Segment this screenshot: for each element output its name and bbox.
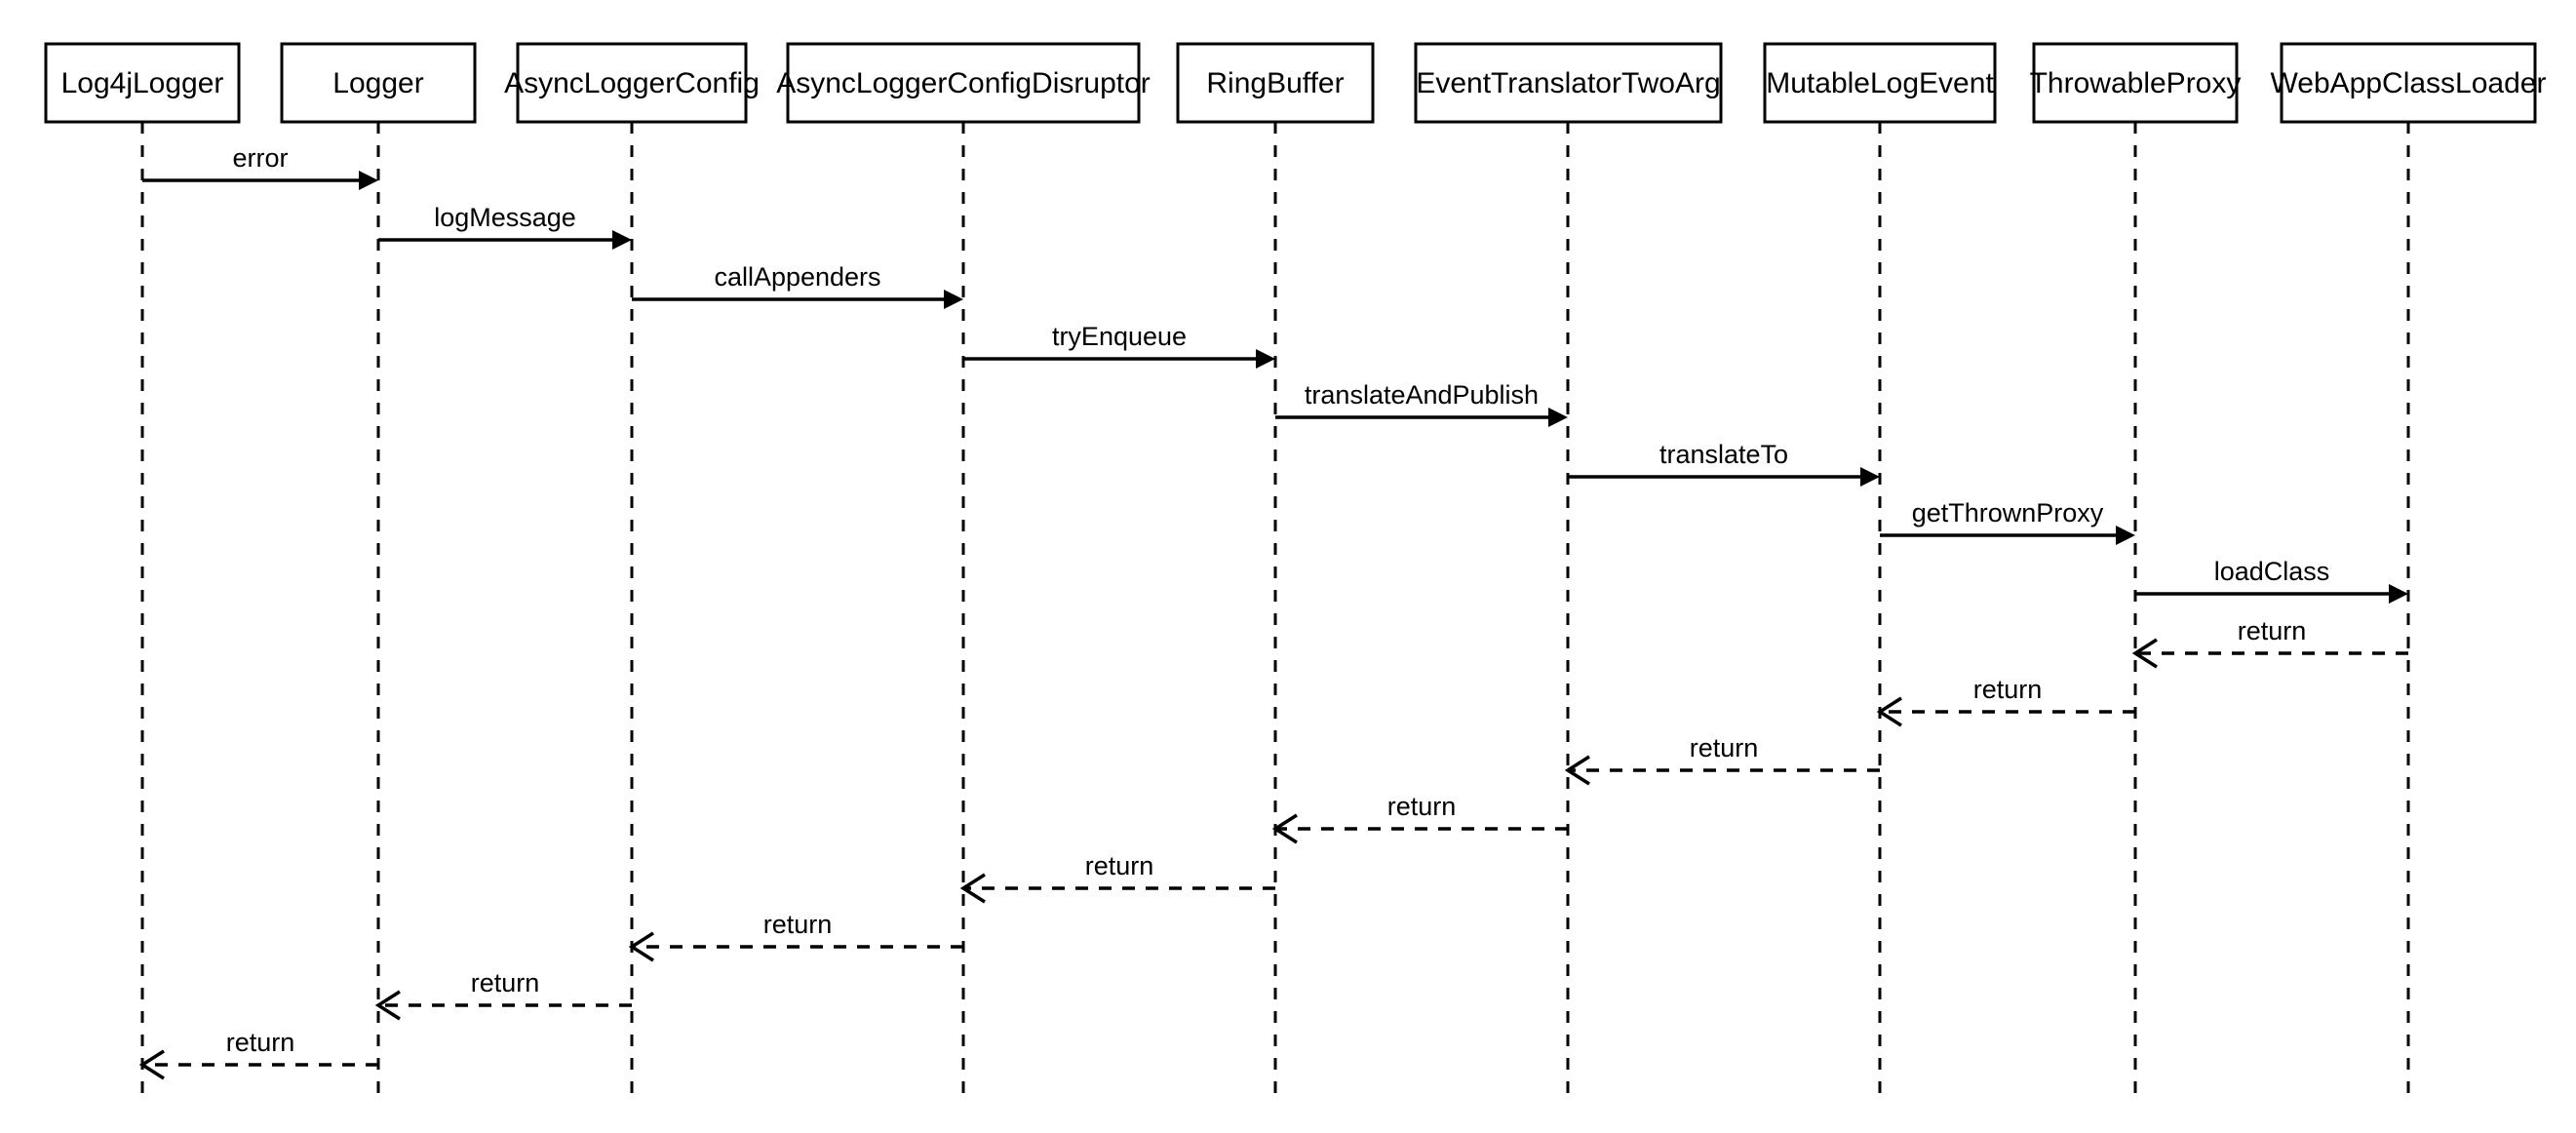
arrowhead-open-icon bbox=[959, 873, 986, 904]
lifeline-label: EventTranslatorTwoArg bbox=[1416, 67, 1720, 99]
lifeline-log4jlogger[interactable]: Log4jLogger bbox=[44, 42, 241, 1100]
arrowhead-filled-icon bbox=[2389, 584, 2408, 604]
lifeline-label: AsyncLoggerConfig bbox=[504, 67, 760, 99]
lifeline-mutablelogevent[interactable]: MutableLogEvent bbox=[1763, 42, 1997, 1100]
lifeline-header-box[interactable] bbox=[1176, 42, 1375, 124]
lifeline-label: WebAppClassLoader bbox=[2271, 67, 2547, 99]
message-16-return[interactable]: return bbox=[138, 1028, 378, 1080]
arrowhead-open-icon bbox=[1564, 755, 1590, 786]
message-label: translateTo bbox=[1659, 440, 1788, 469]
arrowhead-filled-icon bbox=[2116, 526, 2135, 545]
lifeline-label: Log4jLogger bbox=[61, 67, 224, 99]
messages-layer: error logMessage callAppenders tryEnqueue tr… bbox=[138, 143, 2408, 1080]
lifeline-header-box[interactable] bbox=[516, 42, 748, 124]
message-14-return[interactable]: return bbox=[628, 910, 963, 962]
lifeline-header-box[interactable] bbox=[44, 42, 241, 124]
arrowhead-filled-icon bbox=[1548, 408, 1568, 427]
lifeline-label: AsyncLoggerConfigDisruptor bbox=[776, 67, 1151, 99]
message-label: loadClass bbox=[2214, 557, 2330, 586]
message-label: return bbox=[226, 1028, 295, 1057]
message-label: return bbox=[1973, 675, 2043, 704]
message-label: return bbox=[763, 910, 833, 939]
lifeline-header-box[interactable] bbox=[1763, 42, 1997, 124]
message-label: return bbox=[1387, 792, 1457, 821]
arrowhead-open-icon bbox=[1876, 696, 1902, 727]
message-8-loadclass[interactable]: loadClass bbox=[2135, 557, 2408, 604]
message-12-return[interactable]: return bbox=[1271, 792, 1568, 844]
message-6-translateto[interactable]: translateTo bbox=[1568, 440, 1880, 487]
message-label: return bbox=[1085, 851, 1154, 880]
message-label: callAppenders bbox=[714, 262, 880, 292]
message-1-error[interactable]: error bbox=[142, 143, 378, 190]
arrowhead-open-icon bbox=[2131, 638, 2158, 669]
message-label: return bbox=[2238, 616, 2307, 645]
lifeline-eventtranslatortwoarg[interactable]: EventTranslatorTwoArg bbox=[1414, 42, 1723, 1100]
lifeline-webappclassloader[interactable]: WebAppClassLoader bbox=[2271, 42, 2547, 1100]
message-11-return[interactable]: return bbox=[1564, 733, 1880, 786]
message-label: logMessage bbox=[434, 203, 576, 232]
arrowhead-open-icon bbox=[374, 990, 401, 1021]
arrowhead-open-icon bbox=[628, 931, 654, 962]
arrowhead-filled-icon bbox=[1860, 467, 1880, 487]
lifeline-throwableproxy[interactable]: ThrowableProxy bbox=[2030, 42, 2242, 1100]
lifeline-logger[interactable]: Logger bbox=[280, 42, 477, 1100]
lifeline-asyncloggerconfigdisruptor[interactable]: AsyncLoggerConfigDisruptor bbox=[776, 42, 1151, 1100]
lifeline-ringbuffer[interactable]: RingBuffer bbox=[1176, 42, 1375, 1100]
arrowhead-filled-icon bbox=[612, 230, 632, 250]
message-label: return bbox=[471, 968, 540, 997]
lifeline-label: RingBuffer bbox=[1206, 67, 1344, 99]
message-10-return[interactable]: return bbox=[1876, 675, 2135, 727]
message-label: return bbox=[1690, 733, 1759, 762]
lifeline-header-box[interactable] bbox=[1414, 42, 1723, 124]
lifeline-header-box[interactable] bbox=[786, 42, 1141, 124]
message-15-return[interactable]: return bbox=[374, 968, 632, 1021]
message-label: translateAndPublish bbox=[1305, 380, 1539, 410]
arrowhead-filled-icon bbox=[944, 290, 963, 309]
message-2-logmessage[interactable]: logMessage bbox=[378, 203, 632, 250]
message-4-tryenqueue[interactable]: tryEnqueue bbox=[963, 322, 1275, 369]
arrowhead-filled-icon bbox=[1256, 349, 1275, 369]
lifeline-header-box[interactable] bbox=[2032, 42, 2239, 124]
message-13-return[interactable]: return bbox=[959, 851, 1275, 904]
message-3-callappenders[interactable]: callAppenders bbox=[632, 262, 963, 309]
lifelines-layer: Log4jLogger Logger AsyncLoggerConfig AsyncL… bbox=[44, 42, 2547, 1100]
lifeline-asyncloggerconfig[interactable]: AsyncLoggerConfig bbox=[504, 42, 760, 1100]
arrowhead-open-icon bbox=[1271, 813, 1298, 844]
message-label: tryEnqueue bbox=[1052, 322, 1187, 351]
arrowhead-filled-icon bbox=[359, 171, 378, 190]
arrowhead-open-icon bbox=[138, 1049, 165, 1080]
message-7-getthrownproxy[interactable]: getThrownProxy bbox=[1880, 498, 2135, 545]
lifeline-label: Logger bbox=[332, 67, 423, 99]
message-5-translateandpublish[interactable]: translateAndPublish bbox=[1275, 380, 1568, 427]
lifeline-label: ThrowableProxy bbox=[2030, 67, 2242, 99]
lifeline-label: MutableLogEvent bbox=[1766, 67, 1994, 99]
message-label: error bbox=[232, 143, 288, 173]
lifeline-header-box[interactable] bbox=[280, 42, 477, 124]
message-label: getThrownProxy bbox=[1912, 498, 2104, 527]
message-9-return[interactable]: return bbox=[2131, 616, 2408, 669]
